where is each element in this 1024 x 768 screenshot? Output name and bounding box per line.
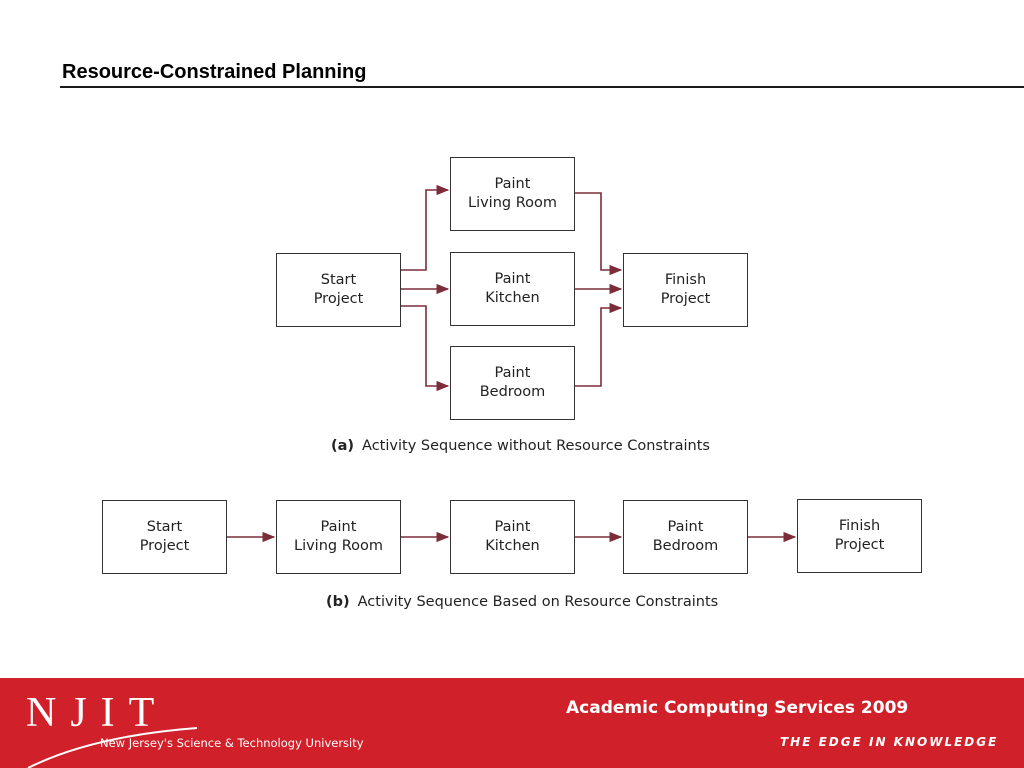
arrow-a-start-to-living [401,184,450,271]
university-name: New Jersey's Science & Technology Univer… [100,736,364,750]
tagline: THE EDGE IN KNOWLEDGE [780,735,999,749]
caption-a-text: Activity Sequence without Resource Const… [362,438,710,454]
caption-b-text: Activity Sequence Based on Resource Cons… [357,594,719,610]
title-divider [60,86,1024,88]
njit-logo-text: NJIT [26,690,168,736]
arrow-a-living-to-finish [575,192,623,276]
caption-b: (b) Activity Sequence Based on Resource C… [326,594,718,610]
njit-logo: NJIT [26,690,198,768]
arrow-a-bedroom-to-finish [575,302,623,387]
caption-b-tag: (b) [326,594,350,610]
arrow-a-start-to-bedroom [401,305,450,392]
connector-arrows [227,184,797,543]
footer-band: NJIT New Jersey's Science & Technology U… [0,678,1024,768]
slide-title: Resource-Constrained Planning [62,61,367,83]
caption-a: (a) Activity Sequence without Resource Co… [331,438,710,454]
department-label: Academic Computing Services 2009 [566,698,909,718]
caption-a-tag: (a) [331,438,355,454]
